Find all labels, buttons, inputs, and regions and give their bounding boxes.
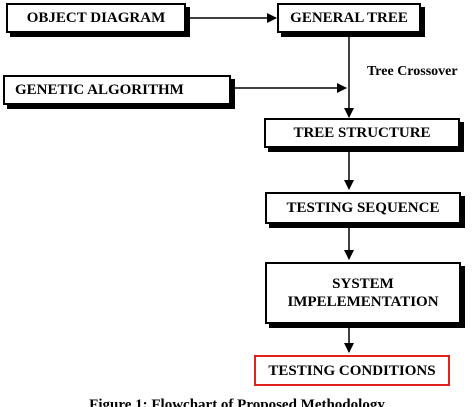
edge-label-tree-crossover: Tree Crossover — [367, 64, 458, 79]
node-testing-sequence-label: TESTING SEQUENCE — [286, 200, 440, 216]
node-testing-conditions: TESTING CONDITIONS — [254, 355, 450, 386]
node-general-tree-label: GENERAL TREE — [290, 10, 408, 26]
node-general-tree: GENERAL TREE — [277, 3, 421, 33]
figure-caption: Figure 1: Flowchart of Proposed Methodol… — [89, 397, 385, 407]
node-object-diagram: OBJECT DIAGRAM — [6, 3, 186, 33]
node-tree-structure-label: TREE STRUCTURE — [293, 125, 431, 141]
node-object-diagram-label: OBJECT DIAGRAM — [26, 10, 166, 26]
node-tree-structure: TREE STRUCTURE — [264, 118, 460, 148]
node-system-implementation-label-line1: SYSTEM — [332, 276, 394, 292]
node-testing-conditions-label: TESTING CONDITIONS — [268, 362, 436, 379]
node-system-implementation-label-line2: IMPELEMENTATION — [287, 294, 439, 310]
node-testing-sequence: TESTING SEQUENCE — [265, 192, 461, 224]
node-system-implementation: SYSTEM IMPELEMENTATION — [265, 262, 461, 324]
node-genetic-algorithm-label: GENETIC ALGORITHM — [15, 82, 184, 98]
node-genetic-algorithm: GENETIC ALGORITHM — [3, 75, 231, 105]
